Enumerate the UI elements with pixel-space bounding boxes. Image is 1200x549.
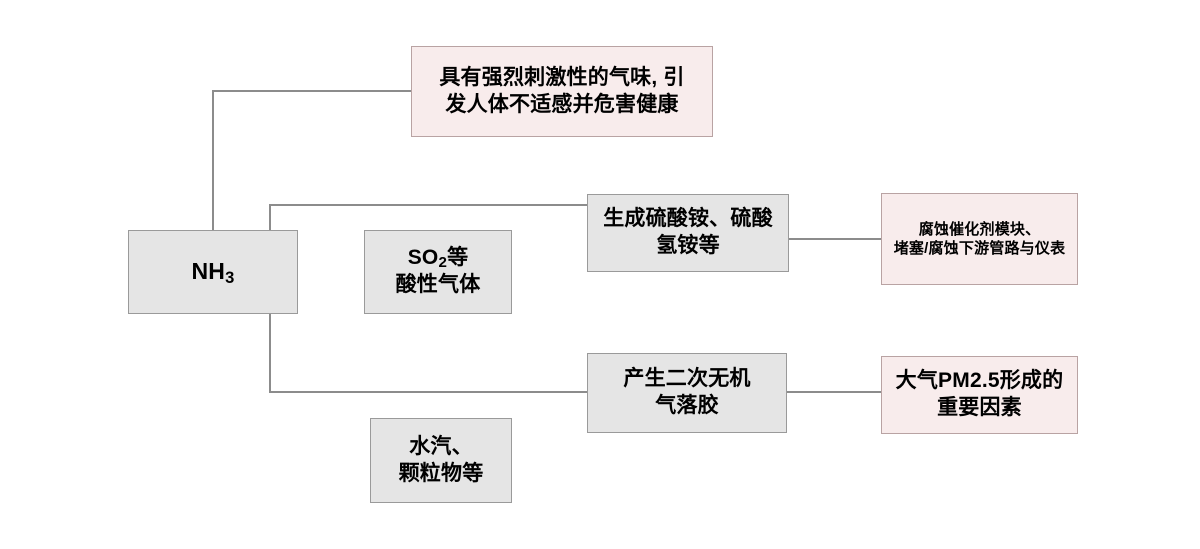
connector-nh3-to-aerosol: [269, 314, 587, 393]
node-acid-gas-label-rest: 等 酸性气体: [395, 246, 481, 296]
node-nh3-label: NH3: [191, 257, 235, 287]
node-odor-health-impact[interactable]: 具有强烈刺激性的气味, 引 发人体不适感并危害健康: [411, 46, 713, 137]
node-acid-gas-label: SO2等 酸性气体: [396, 245, 481, 299]
node-nh3[interactable]: NH3: [128, 230, 298, 314]
connector-nh3-to-odor: [212, 90, 411, 230]
connector-nh3-to-sulfate: [269, 204, 587, 230]
node-sulfate-formation[interactable]: 生成硫酸铵、硫酸 氢铵等: [587, 194, 789, 272]
node-acid-gas-formula-subscript: 2: [438, 254, 448, 272]
node-secondary-aerosol[interactable]: 产生二次无机 气落胶: [587, 353, 787, 433]
node-pm25-impact[interactable]: 大气PM2.5形成的 重要因素: [881, 356, 1078, 434]
node-nh3-formula-base: NH: [191, 258, 226, 285]
node-corrosion-impact[interactable]: 腐蚀催化剂模块、 堵塞/腐蚀下游管路与仪表: [881, 193, 1078, 285]
node-nh3-formula-subscript: 3: [225, 267, 235, 287]
node-acid-gas[interactable]: SO2等 酸性气体: [364, 230, 512, 314]
node-acid-gas-formula-base: SO: [407, 246, 439, 270]
node-water-vapor-particulates[interactable]: 水汽、 颗粒物等: [370, 418, 512, 503]
